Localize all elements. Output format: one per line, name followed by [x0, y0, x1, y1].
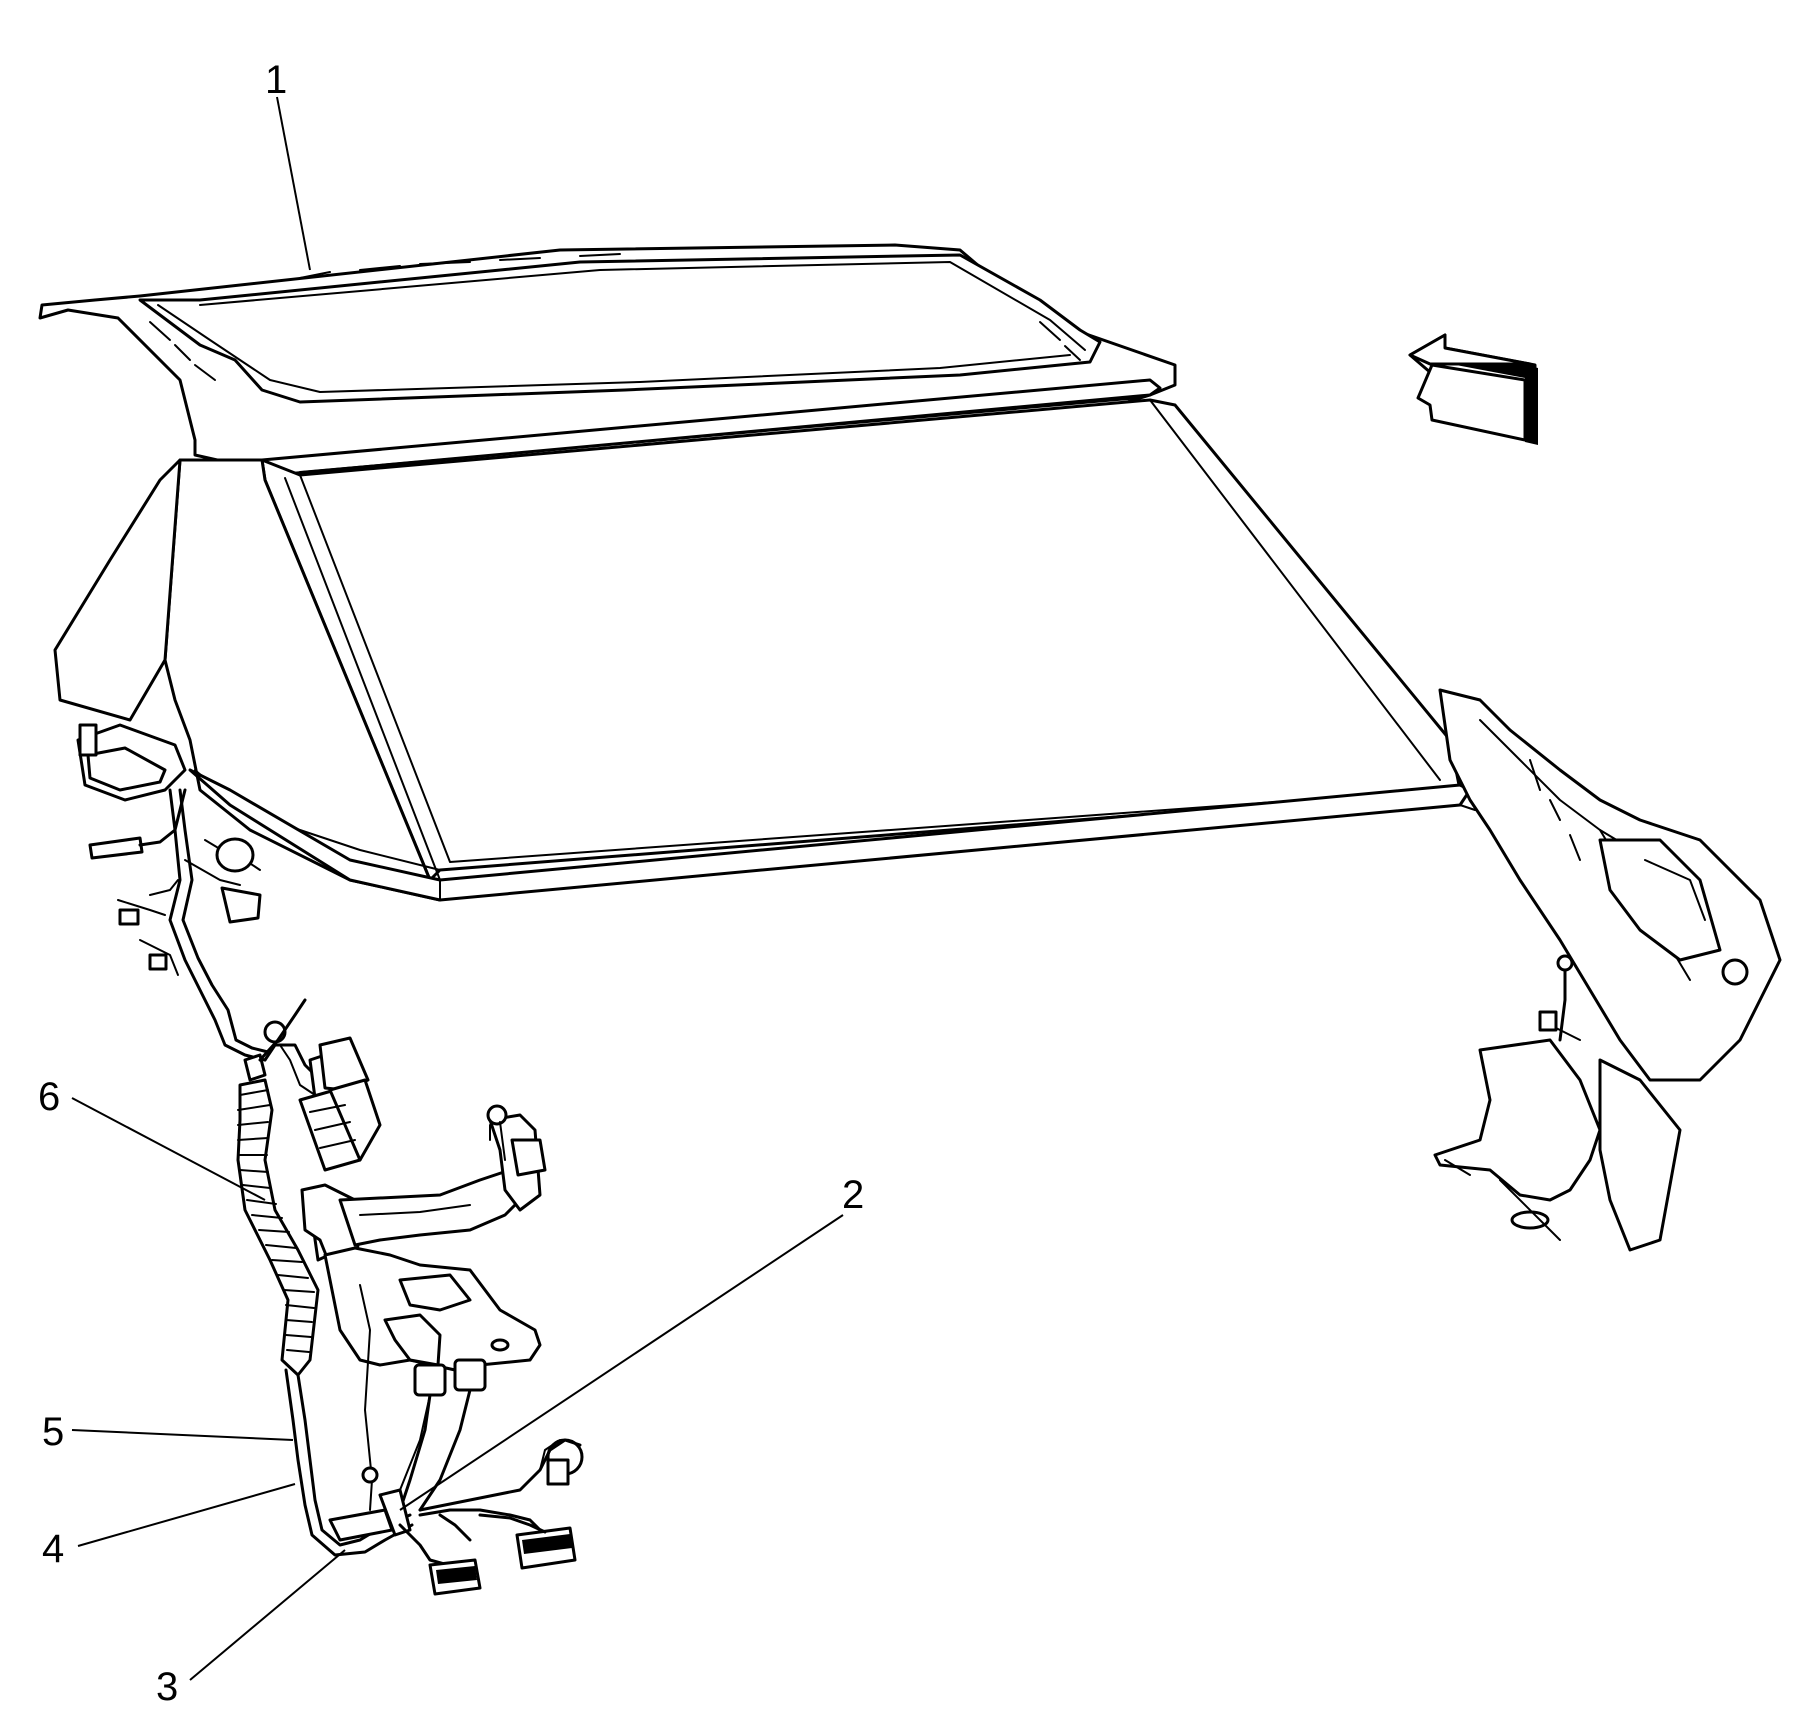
callout-labels: 1 2 3 4 5 6	[38, 58, 864, 1709]
leader-2	[399, 1214, 844, 1511]
callout-4: 4	[42, 1527, 64, 1571]
leader-1	[276, 96, 311, 271]
front-direction-arrow-icon	[1408, 333, 1538, 445]
callout-1: 1	[265, 58, 287, 102]
callout-3: 3	[156, 1665, 178, 1709]
leader-3	[189, 1549, 346, 1681]
leader-6	[71, 1097, 266, 1201]
wiring-harness	[76, 723, 584, 1596]
leader-4	[77, 1483, 296, 1547]
leader-5	[71, 1429, 294, 1441]
callout-6: 6	[38, 1075, 60, 1119]
roof-headliner-assembly	[38, 243, 1782, 1252]
callout-5: 5	[42, 1410, 64, 1454]
callout-2: 2	[842, 1173, 864, 1217]
callout-leaders	[71, 96, 844, 1681]
